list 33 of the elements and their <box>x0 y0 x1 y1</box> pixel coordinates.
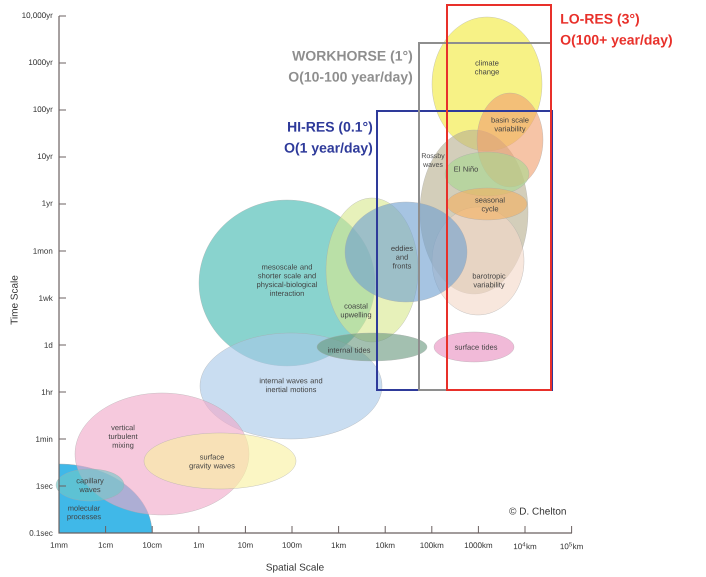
tick-label: 1min <box>36 436 52 442</box>
tick-label: 1yr <box>42 200 53 208</box>
tick-label: 1km <box>332 542 346 548</box>
tick-label: 10,000yr <box>22 12 53 20</box>
node-label: O(1 year/day) <box>284 142 372 156</box>
tick-label: 100km <box>420 542 444 548</box>
tick-label: 1000km <box>464 542 492 548</box>
tick-label: 0.1sec <box>30 530 53 536</box>
tick-label: 1m <box>194 542 204 548</box>
node-label: HI-RES (0.1°) <box>288 121 372 135</box>
tick-label: 10cm <box>143 542 162 548</box>
tick-label: 10$^{5}$km <box>560 542 583 550</box>
tick-label: 10km <box>376 542 394 548</box>
tick-label: 1000yr <box>28 59 53 67</box>
axis-title: Spatial Scale <box>266 563 324 573</box>
tick-label: 1sec <box>36 483 53 489</box>
tick-label: 10m <box>238 542 253 548</box>
tick-label: 1cm <box>98 542 113 548</box>
tick-label: 100yr <box>33 106 53 114</box>
node-label: WORKHORSE (1°) <box>292 50 412 64</box>
tick-label: 10$^{4}$km <box>514 542 536 550</box>
tick-label: 1mon <box>33 248 52 254</box>
tick-label: 10yr <box>38 153 53 161</box>
node-label: O(10-100 year/day) <box>288 71 412 85</box>
tick-label: 1hr <box>42 389 53 395</box>
axis-title: Time Scale <box>10 276 18 325</box>
node-label: O(100+ year/day) <box>560 34 672 48</box>
tick-label: 1wk <box>39 295 53 301</box>
tick-label: 1d <box>44 342 52 348</box>
tick-label: 100m <box>282 542 302 548</box>
tick-label: 1mm <box>50 542 68 548</box>
node-label: LO-RES (3°) <box>561 13 639 27</box>
copyright-note: © D. Chelton <box>509 507 566 515</box>
